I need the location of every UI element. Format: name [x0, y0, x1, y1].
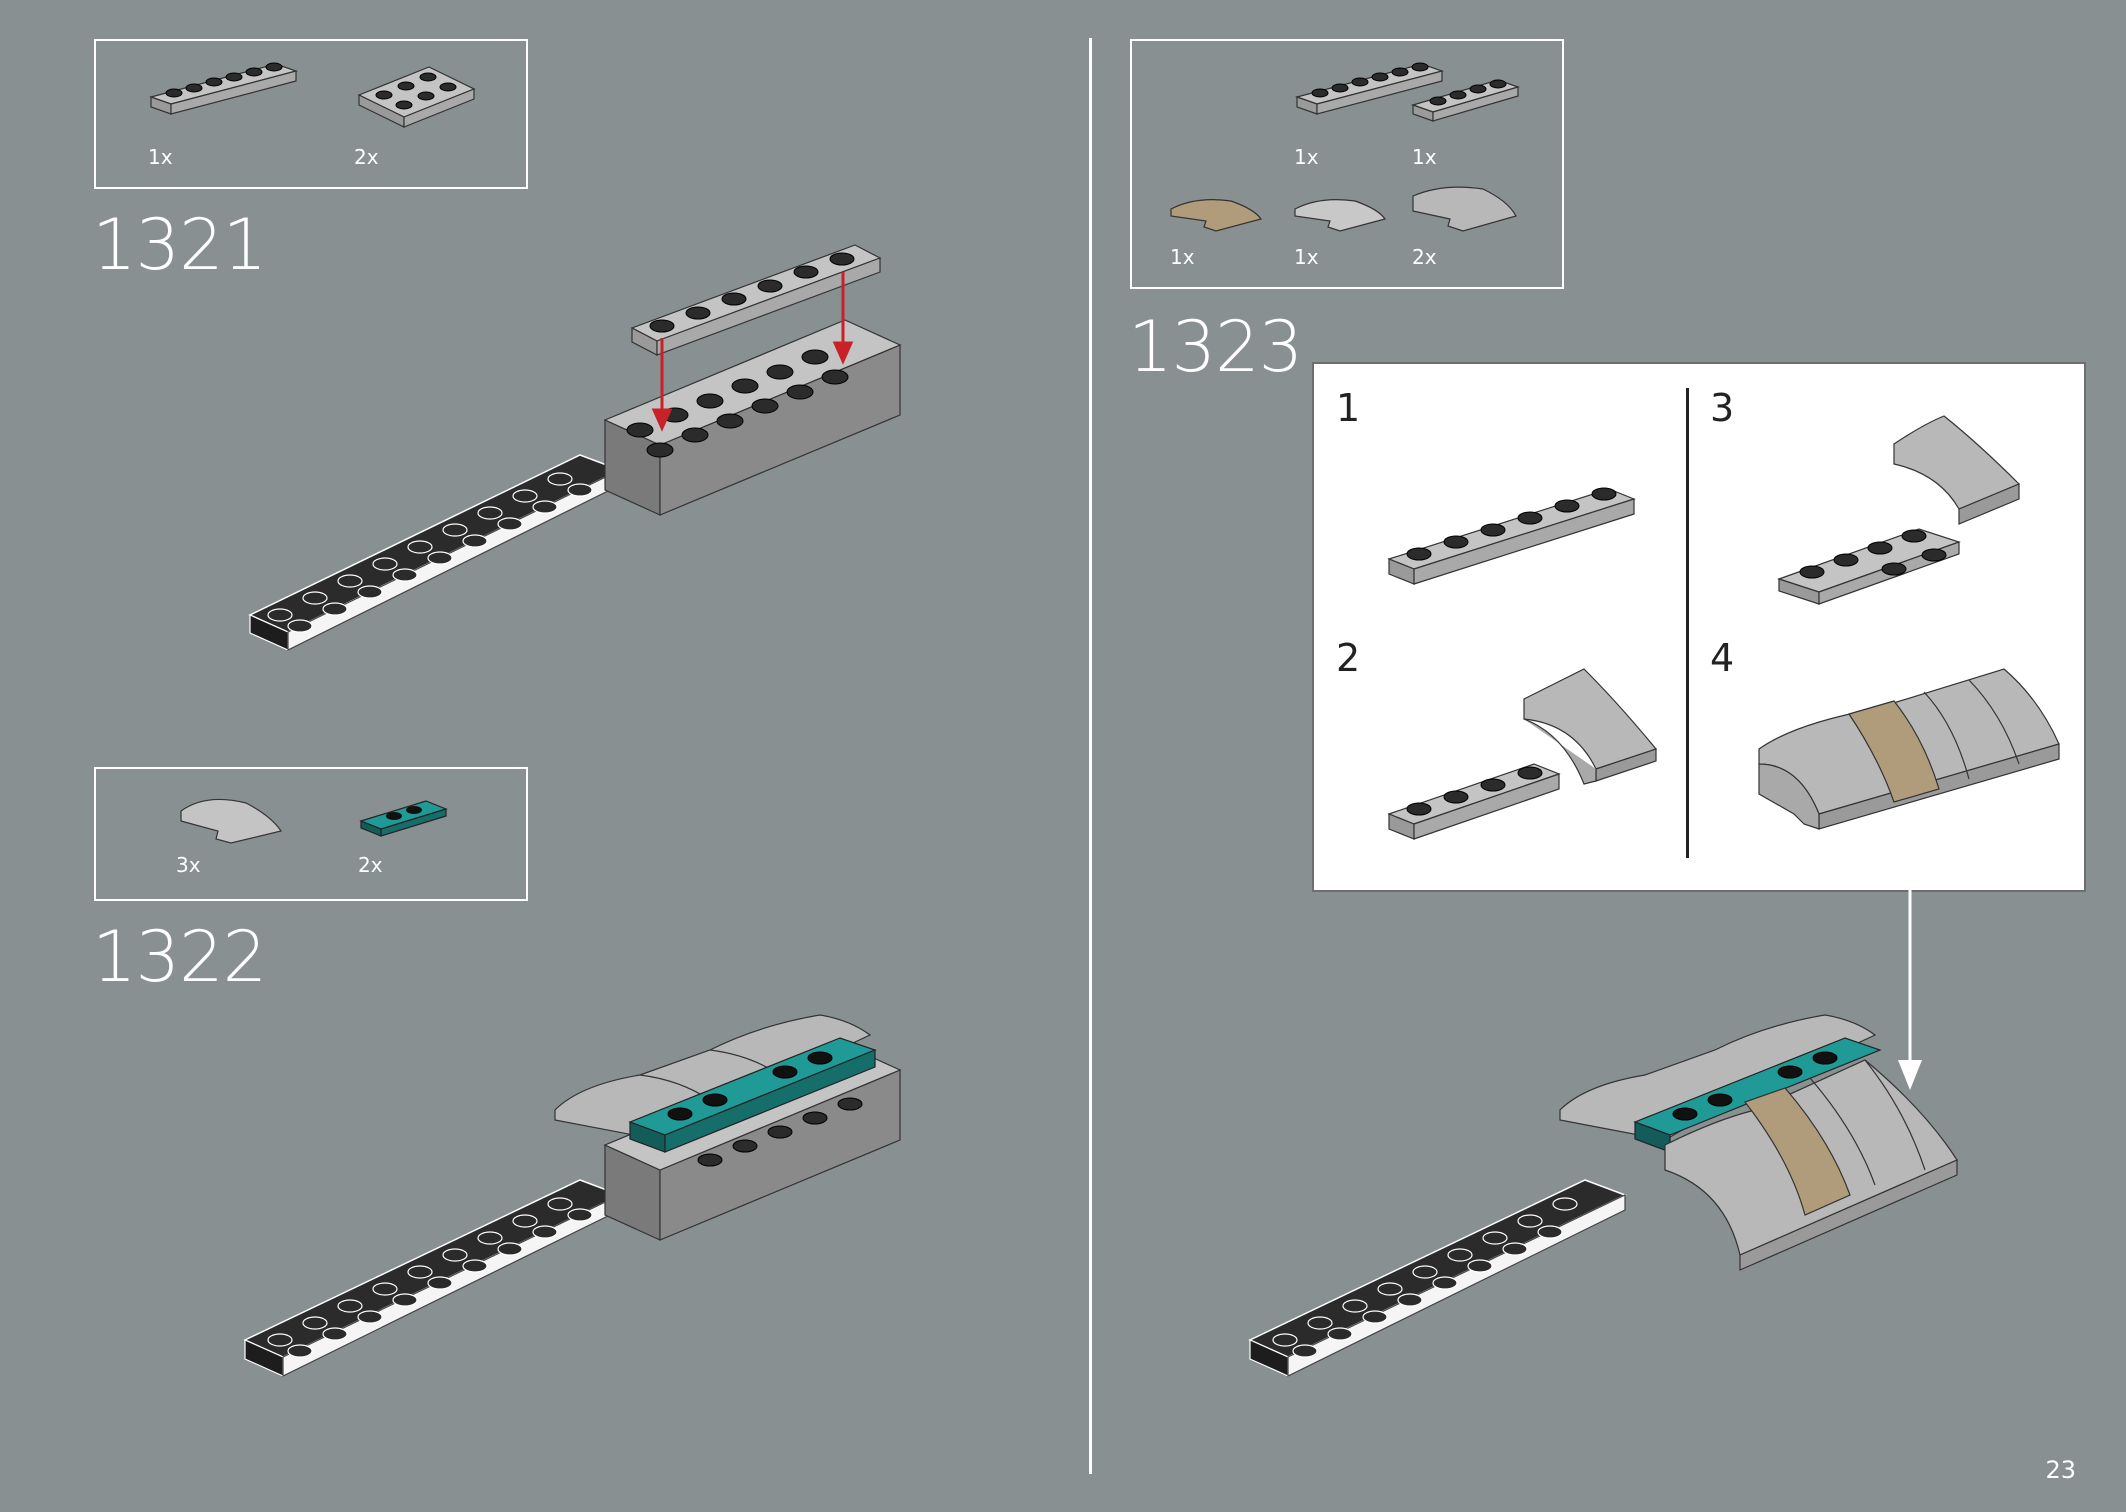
- part-plate-1x4-icon: [1411, 79, 1520, 122]
- part-plate-1x6-icon: [148, 62, 299, 115]
- substep-1-illustration: [1387, 487, 1636, 585]
- part-qty: 1x: [1412, 145, 1437, 169]
- part-qty: 1x: [1170, 245, 1195, 269]
- assembly-1322-illustration: [243, 1014, 902, 1377]
- part-plate-2x3-icon: [357, 66, 476, 128]
- part-curved-slope-icon: [180, 798, 282, 844]
- substep-divider: [1686, 388, 1689, 858]
- part-qty: 2x: [358, 853, 383, 877]
- substep-3-illustration: [1777, 415, 2021, 605]
- part-qty: 1x: [1294, 145, 1319, 169]
- step-number-1321: 1321: [92, 204, 267, 286]
- down-arrow-icon: [1898, 890, 1922, 1090]
- part-plate-1x6-icon: [1294, 62, 1445, 115]
- assembly-1321-illustration: [248, 244, 902, 651]
- substep-number: 4: [1710, 636, 1735, 680]
- part-qty: 2x: [1412, 245, 1437, 269]
- part-gray-curved-slope-icon: [1294, 199, 1386, 232]
- part-large-curved-slope-icon: [1412, 186, 1517, 232]
- substep-number: 2: [1336, 636, 1361, 680]
- part-qty: 2x: [354, 145, 379, 169]
- parts-list-1321: 1x 2x: [94, 39, 528, 189]
- part-qty: 3x: [176, 853, 201, 877]
- assembly-1323-illustration: [1248, 1014, 1958, 1377]
- substep-4-illustration: [1758, 668, 2060, 830]
- page-number: 23: [2045, 1456, 2076, 1484]
- page-divider: [1089, 38, 1092, 1474]
- part-qty: 1x: [1294, 245, 1319, 269]
- substep-number: 1: [1336, 386, 1361, 430]
- parts-list-1322: 3x 2x: [94, 767, 528, 901]
- part-qty: 1x: [148, 145, 173, 169]
- substep-number: 3: [1710, 386, 1735, 430]
- part-tan-curved-slope-icon: [1170, 199, 1262, 232]
- parts-list-1323: 1x 1x 1x 1x 2x: [1130, 39, 1564, 289]
- part-teal-plate-icon: [359, 800, 448, 837]
- sub-assembly-box: 1 2 3 4: [1312, 362, 2086, 892]
- step-number-1323: 1323: [1128, 306, 1303, 388]
- substep-2-illustration: [1387, 668, 1658, 840]
- step-number-1322: 1322: [92, 916, 267, 998]
